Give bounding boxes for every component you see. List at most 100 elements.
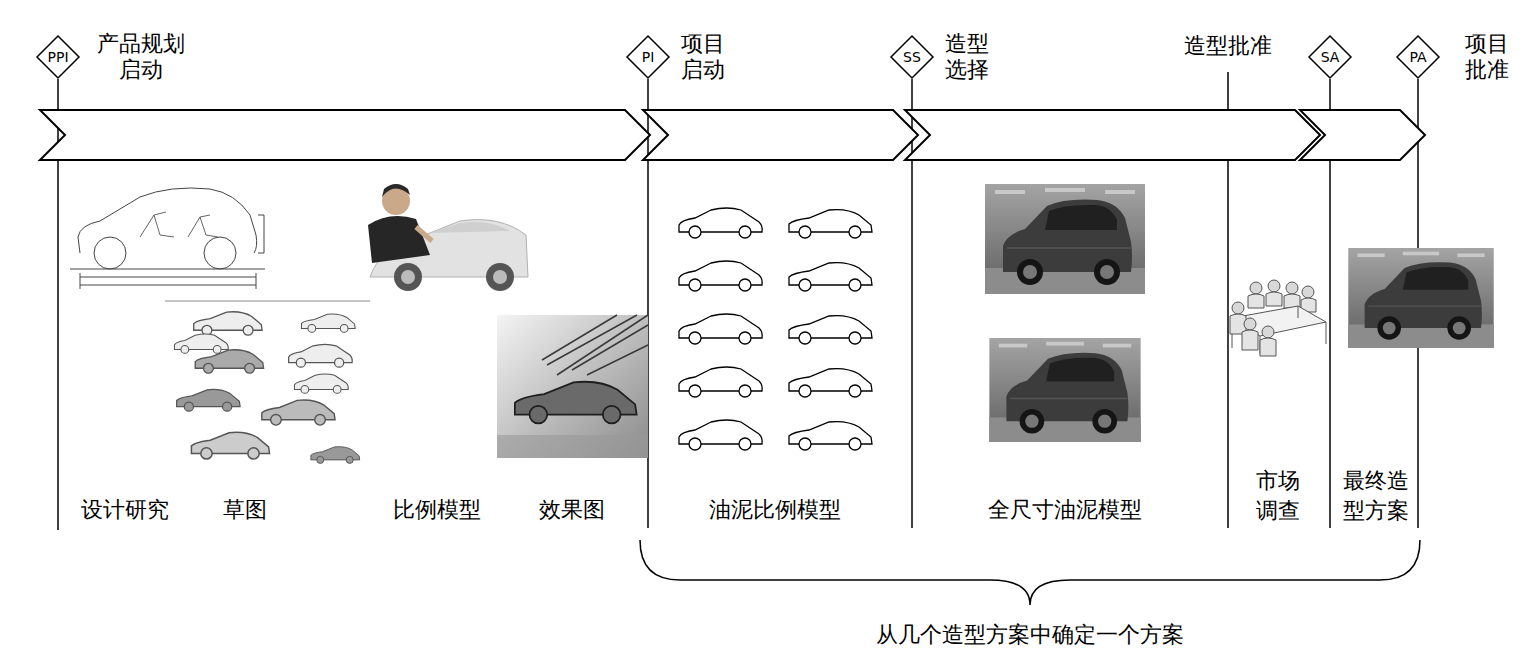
phase-chevron (643, 110, 918, 160)
clay-scale-model-outline (679, 261, 762, 291)
phase-label: 草图 (223, 497, 267, 523)
meeting-icon (1268, 280, 1280, 292)
milestone-line (647, 79, 649, 528)
milestone-diamond: SA (1308, 35, 1352, 79)
meeting-icon (1244, 318, 1256, 330)
meeting-icon (1250, 282, 1262, 294)
phase-label: 比例模型 (393, 497, 481, 523)
milestone-label: 造型批准 (1184, 33, 1272, 59)
diamond-shape (627, 36, 669, 78)
sketch-collage (194, 312, 262, 335)
sketch-collage (195, 350, 263, 373)
milestone-diamond: PI项目 启动 (626, 35, 670, 79)
meeting-icon (1260, 338, 1276, 356)
diamond-shape (891, 36, 933, 78)
phase-label: 设计研究 (81, 497, 169, 523)
package-drawing (78, 188, 257, 253)
meeting-icon (1242, 330, 1258, 350)
full-size-clay-photo (989, 338, 1140, 442)
clay-model-photo (416, 227, 432, 241)
package-drawing (70, 269, 265, 270)
clay-scale-model-outline (789, 369, 872, 397)
clay-scale-model-outline (679, 367, 762, 397)
milestone-diamond: PA项目 批准 (1396, 35, 1440, 79)
rendering-picture (515, 382, 637, 424)
sketch-collage (174, 334, 228, 353)
sketch-collage (165, 301, 370, 463)
meeting-icon (1302, 286, 1314, 298)
meeting-icon (1230, 280, 1326, 356)
milestone-line (911, 79, 913, 528)
milestone-diamond: SS造型 选择 (890, 35, 934, 79)
clay-scale-model-outline (789, 316, 872, 344)
package-drawing (140, 212, 174, 237)
phase-label: 油泥比例模型 (709, 497, 841, 523)
milestone-code: PI (642, 50, 655, 64)
meeting-icon (1232, 306, 1326, 354)
milestone-heading: 项目 批准 (1462, 31, 1513, 84)
sketch-collage (311, 447, 360, 464)
package-drawing (204, 237, 236, 269)
milestone-code: PA (1409, 50, 1426, 64)
phase-chevron (1300, 110, 1425, 160)
clay-model-photo (486, 263, 514, 291)
clay-scale-model-outline (679, 208, 872, 450)
rendering-picture (542, 315, 648, 375)
rendering-picture (497, 435, 648, 458)
full-size-clay-photo (985, 184, 1145, 442)
rendering-picture (497, 315, 648, 458)
final-clay-photo (1348, 248, 1493, 348)
full-size-clay-photo (985, 184, 1145, 294)
milestone-heading: 产品规划 启动 (94, 31, 189, 84)
meeting-icon (1286, 282, 1298, 294)
clay-model-photo (360, 175, 530, 295)
diamond-shape (1309, 36, 1351, 78)
package-drawing (258, 215, 264, 253)
diamond-shape (37, 36, 79, 78)
sketch-collage (165, 301, 370, 302)
final-clay-photo (1348, 248, 1493, 348)
milestone-heading: 项目 启动 (678, 31, 729, 84)
clay-scale-model-outline (679, 314, 762, 344)
milestone-code: SS (903, 50, 921, 64)
diamond-shape (1397, 36, 1439, 78)
meeting-icon (1262, 326, 1274, 338)
rendering-picture (497, 315, 648, 458)
clay-model-photo (360, 175, 530, 295)
phase-chevron (40, 110, 1425, 160)
clay-scale-model-outline (679, 420, 762, 450)
phase-chevron (40, 110, 650, 160)
sketch-collage (294, 374, 348, 393)
clay-scale-model-outline (679, 208, 762, 238)
clay-model-photo (368, 216, 430, 263)
milestone-code: PPI (47, 50, 68, 64)
package-drawing (70, 188, 265, 289)
sketch-collage (289, 344, 353, 367)
clay-scale-model-outline (789, 422, 872, 450)
package-drawing (188, 215, 218, 237)
package-drawing (94, 237, 126, 269)
milestone-heading: 造型 选择 (942, 31, 993, 84)
rendering-picture (542, 315, 648, 375)
package-drawing (80, 273, 256, 289)
phase-label: 市场 调查 (1253, 466, 1304, 526)
clay-scale-model-outline (789, 210, 872, 238)
clay-model-photo (382, 184, 410, 197)
clay-model-photo (493, 270, 507, 284)
clay-model-photo (401, 270, 415, 284)
clay-scale-model-outline (789, 263, 872, 291)
sketch-collage (191, 432, 269, 459)
meeting-icon (1232, 302, 1244, 314)
sketch-collage (262, 400, 335, 425)
clay-model-photo (394, 263, 422, 291)
milestone-code: SA (1321, 50, 1340, 64)
scope-brace (640, 540, 1420, 605)
sketch-collage (177, 389, 240, 411)
phase-label: 最终造 型方案 (1340, 466, 1413, 526)
sketch-collage (301, 314, 355, 332)
sketch-collage (174, 312, 359, 464)
phase-label: 全尺寸油泥模型 (988, 497, 1142, 523)
phase-label: 效果图 (539, 497, 605, 523)
